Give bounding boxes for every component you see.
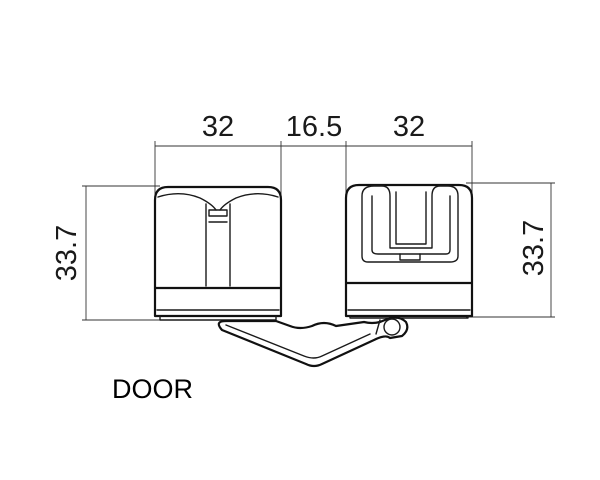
dimension-gap: 16.5 <box>286 111 342 143</box>
left-height-dimension: 33.7 <box>51 185 160 321</box>
dimension-left-height: 33.7 <box>51 225 83 281</box>
door-label: DOOR <box>112 374 193 404</box>
hinge-arm <box>217 316 409 368</box>
left-hinge-block <box>153 185 283 321</box>
dimension-right-width: 32 <box>393 111 425 143</box>
dimension-left-width: 32 <box>202 111 234 143</box>
right-hinge-block <box>344 183 474 319</box>
top-dimensions: 32 16.5 32 <box>154 111 473 196</box>
dimension-right-height: 33.7 <box>518 220 550 276</box>
right-height-dimension: 33.7 <box>466 182 555 318</box>
